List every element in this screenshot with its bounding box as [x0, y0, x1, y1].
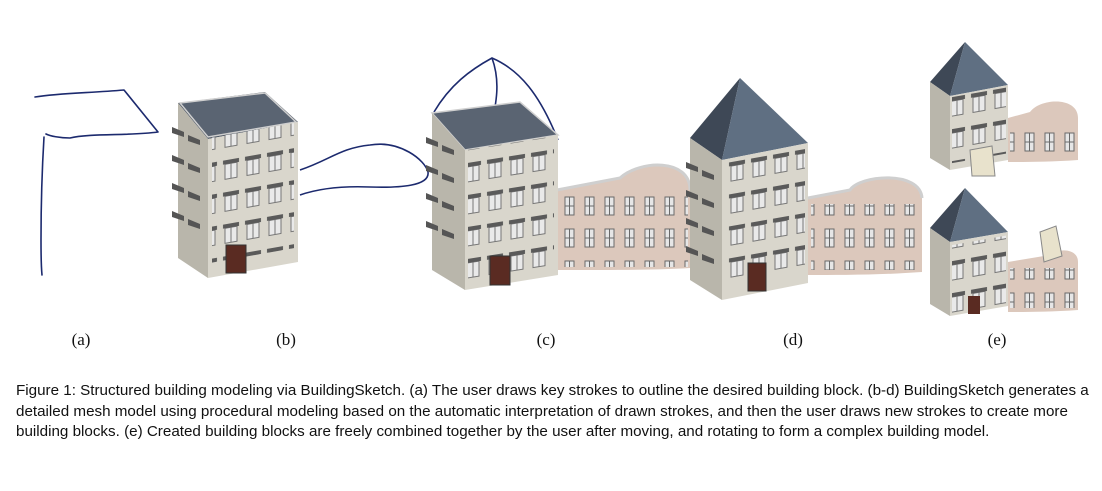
panel-b-building [172, 92, 429, 278]
panel-d-building [686, 78, 924, 300]
panel-label-c: (c) [536, 330, 556, 349]
panel-a-strokes [34, 89, 159, 276]
panel-label-e: (e) [987, 330, 1007, 349]
panel-label-b: (b) [276, 330, 296, 349]
figure-caption: Figure 1: Structured building modeling v… [16, 382, 1089, 441]
panel-label-d: (d) [783, 330, 803, 349]
teaser-figure [34, 42, 1078, 316]
panel-e-model-bottom [930, 188, 1078, 316]
panel-e-model-top [930, 42, 1078, 177]
panel-c-building [426, 57, 692, 290]
panel-label-a: (a) [71, 330, 91, 349]
